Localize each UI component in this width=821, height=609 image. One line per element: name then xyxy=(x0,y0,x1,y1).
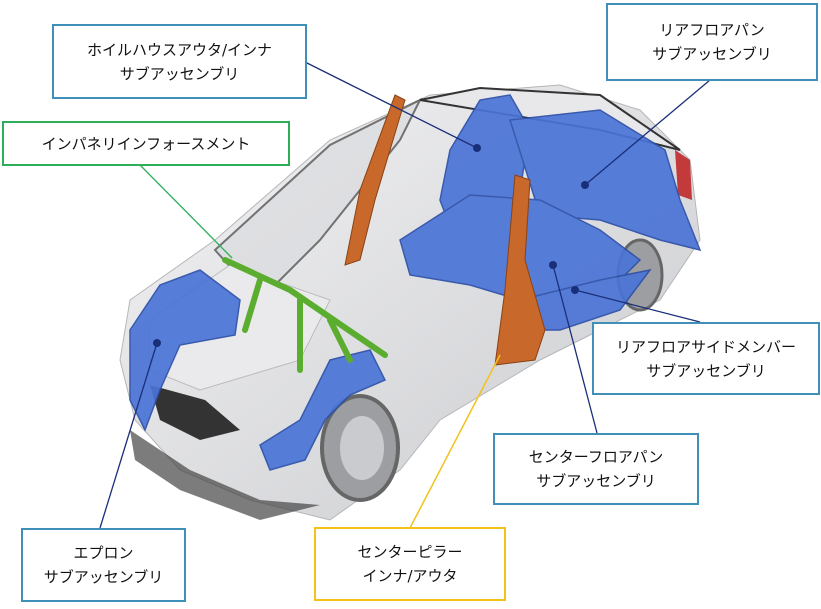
callout-text: リアフロアサイドメンバー xyxy=(615,337,796,356)
callout-text: サブアッセンブリ xyxy=(119,64,240,83)
center-pillar-part xyxy=(494,174,546,366)
callout-text: センターピラー xyxy=(357,543,463,561)
callout-text: サブアッセンブリ xyxy=(43,568,164,586)
leader-center-floor-pan xyxy=(552,264,598,434)
marker-dot xyxy=(549,261,557,269)
apron-part xyxy=(129,269,241,432)
callout-text: サブアッセンブリ xyxy=(652,45,772,63)
callout-text: センターフロアパン xyxy=(528,448,664,466)
callout-instrument-panel: インパネリインフォースメント xyxy=(2,121,290,166)
callout-text: インパネリインフォースメント xyxy=(41,134,251,153)
leader-rear-floor-side-member xyxy=(574,289,701,323)
instrument-panel-reinforcement xyxy=(222,257,388,358)
reinforcement-brace xyxy=(242,277,353,373)
callout-center-floor-pan: センターフロアパン サブアッセンブリ xyxy=(493,433,699,505)
callout-wheelhouse: ホイルハウスアウタ/インナ サブアッセンブリ xyxy=(52,24,307,99)
front-apron-right-part xyxy=(259,349,387,471)
front-wheel-rim xyxy=(340,416,384,480)
callout-text: サブアッセンブリ xyxy=(646,361,766,380)
callout-text: ホイルハウスアウタ/インナ xyxy=(86,40,273,59)
leader-apron xyxy=(99,342,158,529)
callout-text: リアフロアパン xyxy=(659,21,765,39)
bumper xyxy=(130,430,320,520)
callout-text: エプロン xyxy=(73,544,134,562)
leader-center-pillar xyxy=(409,354,501,529)
leader-wheelhouse xyxy=(304,61,478,149)
tail-light xyxy=(675,150,692,200)
marker-dot xyxy=(571,286,579,294)
marker-dot xyxy=(153,339,161,347)
callout-rear-floor-pan: リアフロアパン サブアッセンブリ xyxy=(606,3,818,81)
marker-dot xyxy=(473,144,481,152)
callout-center-pillar: センターピラー インナ/アウタ xyxy=(314,527,506,601)
grille xyxy=(150,385,240,440)
callout-text: サブアッセンブリ xyxy=(536,472,656,490)
callout-apron: エプロン サブアッセンブリ xyxy=(21,528,186,602)
callout-text: インナ/アウタ xyxy=(362,567,458,585)
a-pillar-part xyxy=(344,94,406,266)
leader-rear-floor-pan xyxy=(584,79,711,186)
callout-rear-floor-side-member: リアフロアサイドメンバー サブアッセンブリ xyxy=(592,322,820,395)
leader-instrument-panel xyxy=(139,164,233,259)
marker-dot xyxy=(581,181,589,189)
